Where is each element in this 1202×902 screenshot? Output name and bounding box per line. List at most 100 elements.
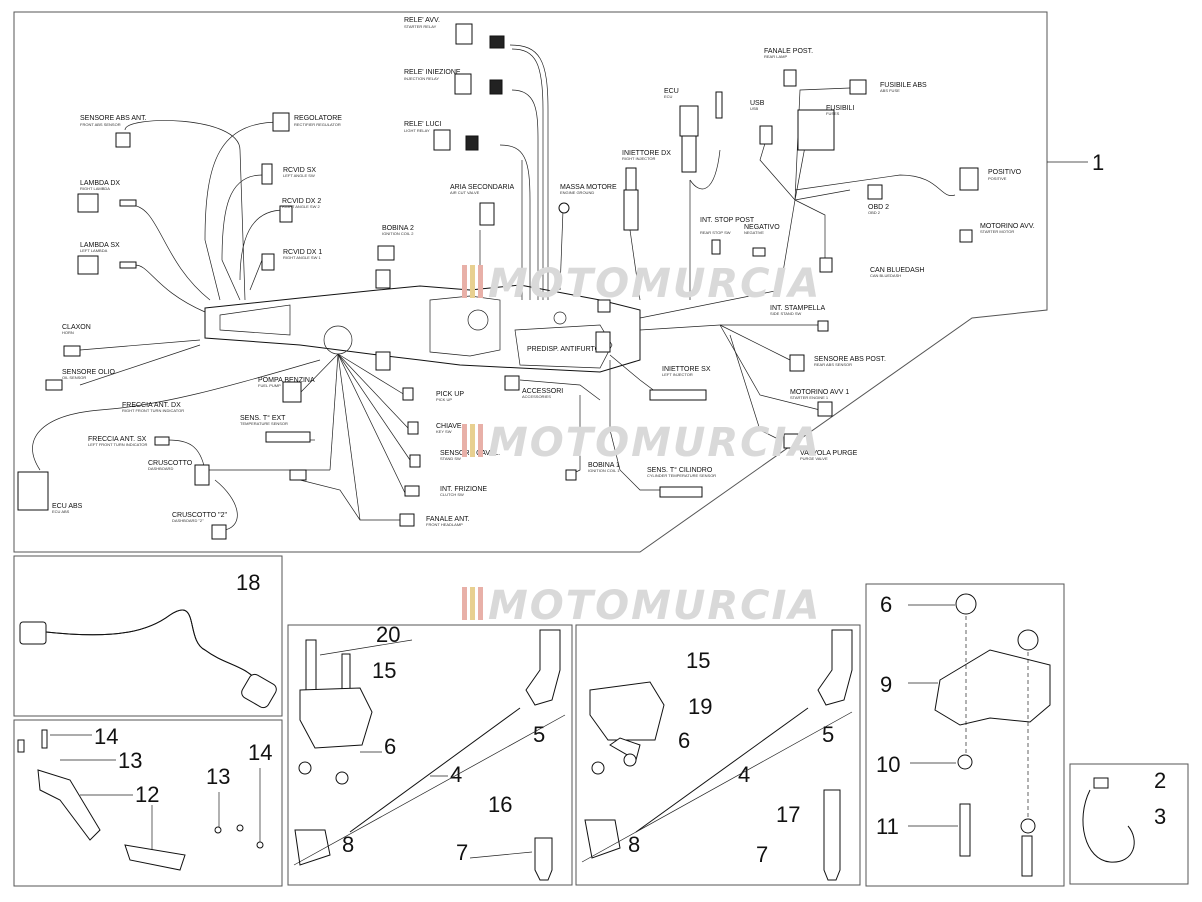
svg-text:12: 12 <box>135 782 159 807</box>
svg-text:8: 8 <box>628 832 640 857</box>
svg-text:3: 3 <box>1154 804 1166 829</box>
svg-text:PICK UP: PICK UP <box>436 397 452 402</box>
svg-text:LEFT INJECTOR: LEFT INJECTOR <box>662 372 693 377</box>
svg-text:RIGHT ANGLE SW 1: RIGHT ANGLE SW 1 <box>283 255 321 260</box>
svg-text:DASHBOARD "2": DASHBOARD "2" <box>172 518 204 523</box>
svg-text:19: 19 <box>688 694 712 719</box>
svg-text:5: 5 <box>533 722 545 747</box>
label-massa-motore: MASSA MOTORE <box>560 184 617 191</box>
svg-text:CLUTCH SW: CLUTCH SW <box>440 492 464 497</box>
svg-text:PURGE VALVE: PURGE VALVE <box>800 456 828 461</box>
svg-text:8: 8 <box>342 832 354 857</box>
label-cruscotto-2: CRUSCOTTO "2" <box>172 512 228 519</box>
svg-text:REAR ABS SENSOR: REAR ABS SENSOR <box>814 362 852 367</box>
label-freccia-ant-sx: FRECCIA ANT. SX <box>88 436 147 443</box>
label-sens-t-ext: SENS. T° EXT <box>240 414 286 422</box>
label-obd-2: OBD 2 <box>868 204 889 211</box>
svg-text:6: 6 <box>880 592 892 617</box>
label-pick-up: PICK UP <box>436 391 464 398</box>
svg-text:20: 20 <box>376 622 400 647</box>
label-can-bluedash: CAN BLUEDASH <box>870 267 924 274</box>
harness-labels: RELE' AVV. STARTER RELAY RELE' INIEZIONE… <box>52 17 1035 527</box>
svg-text:REAR LAMP: REAR LAMP <box>764 54 787 59</box>
label-int-stampella: INT. STAMPELLA <box>770 305 825 312</box>
callout-18: 18 <box>236 570 260 595</box>
harness-wires <box>32 44 956 531</box>
label-rcvid-dx-2: RCVID DX 2 <box>282 198 321 205</box>
label-cruscotto: CRUSCOTTO <box>148 460 193 467</box>
panel-9: 6 9 10 11 <box>865 583 1065 887</box>
label-negativo: NEGATIVO <box>744 224 780 231</box>
svg-text:LIGHT RELAY: LIGHT RELAY <box>404 128 430 133</box>
label-fanale-post: FANALE POST. <box>764 48 813 55</box>
svg-text:IGNITION COIL 2: IGNITION COIL 2 <box>382 231 414 236</box>
svg-text:6: 6 <box>384 734 396 759</box>
callout-1: 1 <box>1092 150 1104 175</box>
svg-text:7: 7 <box>456 840 468 865</box>
label-sensore-abs-post: SENSORE ABS POST. <box>814 356 886 363</box>
label-ecu: ECU <box>664 88 679 95</box>
label-iniettore-sx: INIETTORE SX <box>662 366 711 373</box>
label-aria-secondaria: ARIA SECONDARIA <box>450 184 515 191</box>
label-rele-iniezione: RELE' INIEZIONE <box>404 69 461 76</box>
svg-text:RIGHT LAMBDA: RIGHT LAMBDA <box>80 186 110 191</box>
svg-text:HORN: HORN <box>62 330 74 335</box>
svg-text:FRONT ABS SENSOR: FRONT ABS SENSOR <box>80 122 121 127</box>
chassis-frame: PREDISP. ANTIFURTO <box>204 269 641 373</box>
svg-text:STARTER ENGINE 1: STARTER ENGINE 1 <box>790 395 829 400</box>
watermark-3: MOTOMURCIA <box>488 583 821 629</box>
label-freccia-ant-dx: FRECCIA ANT. DX <box>122 402 181 409</box>
svg-text:CAN BLUEDASH: CAN BLUEDASH <box>870 273 901 278</box>
label-bobina-2: BOBINA 2 <box>382 225 414 232</box>
label-int-stop-post: INT. STOP POST <box>700 217 755 224</box>
svg-text:STARTER RELAY: STARTER RELAY <box>404 24 437 29</box>
panel-16: 20 15 5 6 4 16 8 7 <box>287 622 573 886</box>
label-valvola-purge: VALVOLA PURGE <box>800 450 858 457</box>
svg-text:DASHBOARD: DASHBOARD <box>148 466 173 471</box>
label-rcvid-sx: RCVID SX <box>283 167 316 174</box>
svg-text:15: 15 <box>686 648 710 673</box>
svg-text:RIGHT ANGLE SW 2: RIGHT ANGLE SW 2 <box>282 204 320 209</box>
svg-text:REAR STOP SW: REAR STOP SW <box>700 230 731 235</box>
svg-text:14: 14 <box>248 740 272 765</box>
svg-text:FRONT HEADLAMP: FRONT HEADLAMP <box>426 522 463 527</box>
svg-text:RIGHT INJECTOR: RIGHT INJECTOR <box>622 156 656 161</box>
label-sensore-olio: SENSORE OLIO <box>62 369 115 376</box>
svg-text:STAND SW: STAND SW <box>440 456 461 461</box>
svg-text:11: 11 <box>876 814 899 839</box>
panel-17: 15 19 6 5 4 17 8 7 <box>575 624 861 886</box>
label-usb: USB <box>750 100 765 107</box>
label-sensore-abs-ant: SENSORE ABS ANT. <box>80 115 147 122</box>
label-fusibili: FUSIBILI <box>826 105 854 112</box>
label-rele-avv: RELE' AVV. <box>404 17 440 24</box>
label-motorino-avv-1: MOTORINO AVV 1 <box>790 389 849 396</box>
svg-text:14: 14 <box>94 724 118 749</box>
label-claxon: CLAXON <box>62 324 91 331</box>
label-sens-t-cilindro: SENS. T° CILINDRO <box>647 466 713 474</box>
svg-text:13: 13 <box>118 748 142 773</box>
svg-text:2: 2 <box>1154 768 1166 793</box>
label-accessori: ACCESSORI <box>522 388 563 395</box>
svg-text:KEY SW: KEY SW <box>436 429 452 434</box>
watermarks: MOTOMURCIA MOTOMURCIA MOTOMURCIA <box>462 261 821 629</box>
svg-text:5: 5 <box>822 722 834 747</box>
watermark-1: MOTOMURCIA <box>488 261 821 307</box>
panel-12-14: 14 13 12 13 14 <box>13 719 283 887</box>
svg-text:LEFT ANGLE SW: LEFT ANGLE SW <box>283 173 315 178</box>
label-rele-luci: RELE' LUCI <box>404 121 442 128</box>
svg-text:4: 4 <box>738 762 750 787</box>
label-fusibile-abs: FUSIBILE ABS <box>880 82 927 89</box>
svg-text:ECU: ECU <box>664 94 673 99</box>
svg-text:OBD 2: OBD 2 <box>868 210 881 215</box>
svg-text:USB: USB <box>750 106 759 111</box>
label-ecu-abs: ECU ABS <box>52 503 83 510</box>
label-int-frizione: INT. FRIZIONE <box>440 486 487 493</box>
svg-text:STARTER MOTOR: STARTER MOTOR <box>980 229 1014 234</box>
svg-text:RIGHT FRONT TURN INDICATOR: RIGHT FRONT TURN INDICATOR <box>122 408 184 413</box>
svg-text:FUSES: FUSES <box>826 111 840 116</box>
svg-text:10: 10 <box>876 752 900 777</box>
svg-text:INJECTION RELAY: INJECTION RELAY <box>404 76 439 81</box>
svg-text:CYLINDER TEMPERATURE SENSOR: CYLINDER TEMPERATURE SENSOR <box>647 473 716 478</box>
svg-text:SIDE STAND SW: SIDE STAND SW <box>770 311 801 316</box>
